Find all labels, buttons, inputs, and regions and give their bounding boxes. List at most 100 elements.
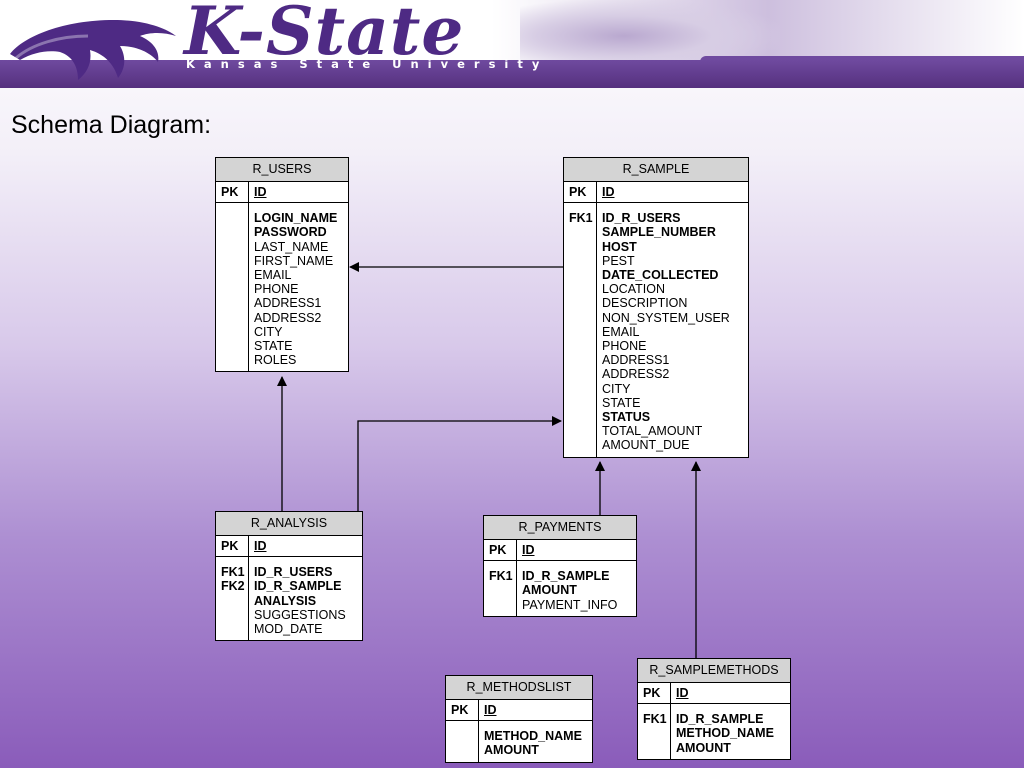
field-name: ID_R_USERS [254,565,333,580]
field-name: ID [522,543,535,557]
field-name: NON_SYSTEM_USER [602,310,730,325]
primary-key-field: ID [249,536,362,556]
banner-photo [520,0,780,60]
field-name: FIRST_NAME [254,253,334,268]
field-name: DATE_COLLECTED [602,268,719,283]
field-name: ID_R_USERS [602,211,681,226]
field-name: METHOD_NAME [484,729,582,744]
field-name: STATE [602,395,641,410]
field-name: ID [484,703,497,717]
field-name: MOD_DATE [254,622,323,637]
wildcat-logo-icon [10,20,176,80]
field-name: HOST [602,239,637,254]
field-name: SAMPLE_NUMBER [602,225,716,240]
foreign-key-label: FK1 [489,569,513,584]
field-name: DESCRIPTION [602,296,688,311]
primary-key-row: PK ID [216,536,362,558]
field-name: ID [254,185,267,199]
key-label: PK [484,540,517,561]
table-name: R_METHODSLIST [446,676,592,700]
banner-bar [0,60,1024,88]
field-name: ID [254,539,267,553]
field-name: ADDRESS1 [602,353,670,368]
foreign-key-label: FK2 [221,579,245,594]
primary-key-row: PK ID [484,540,636,562]
field-name: SUGGESTIONS [254,607,346,622]
foreign-key-label: FK1 [221,565,245,580]
primary-key-row: PK ID [446,700,592,722]
field-name: AMOUNT [522,583,577,598]
foreign-key-labels: FK1 [638,704,671,759]
table-name: R_ANALYSIS [216,512,362,536]
field-name: EMAIL [602,324,640,339]
key-label: PK [216,182,249,203]
logo-subtitle: Kansas State University [186,57,549,71]
key-label: PK [216,536,249,557]
field-name: ID_R_SAMPLE [676,712,764,727]
field-name: TOTAL_AMOUNT [602,424,703,439]
field-name: LOCATION [602,282,665,297]
key-label: PK [446,700,479,721]
field-name: METHOD_NAME [676,726,774,741]
key-label: PK [638,683,671,704]
field-name: ADDRESS1 [254,296,322,311]
field-name: ANALYSIS [254,593,317,608]
field-name: ADDRESS2 [254,310,322,325]
table-name: R_SAMPLEMETHODS [638,659,790,683]
field-name: EMAIL [254,268,292,283]
field-name: ID [602,185,615,199]
field-name: PAYMENT_INFO [522,597,618,612]
header-banner: K-State Kansas State University [0,0,1024,90]
field-name: ADDRESS2 [602,367,670,382]
logo-text: K-State [184,0,465,70]
primary-key-row: PK ID [216,182,348,204]
foreign-key-labels: FK1 [484,561,517,616]
field-name: LAST_NAME [254,239,329,254]
field-name: AMOUNT [676,740,731,755]
primary-key-field: ID [479,700,592,720]
field-name: LOGIN_NAME [254,211,338,226]
primary-key-row: PK ID [564,182,748,204]
foreign-key-label: FK1 [569,211,593,226]
field-name: PASSWORD [254,225,327,240]
foreign-key-label: FK1 [643,712,667,727]
table-name: R_SAMPLE [564,158,748,182]
field-name: AMOUNT_DUE [602,438,690,453]
primary-key-field: ID [517,540,636,560]
field-name: STATE [254,339,293,354]
slide-title: Schema Diagram: [11,111,212,139]
foreign-key-labels [216,203,249,372]
field-name: PHONE [254,282,299,297]
primary-key-field: ID [249,182,348,202]
field-name: ROLES [254,353,297,368]
primary-key-field: ID [597,182,748,202]
primary-key-row: PK ID [638,683,790,705]
field-name: ID_R_SAMPLE [522,569,610,584]
field-name: ID [676,686,689,700]
foreign-key-labels: FK1 [564,203,597,457]
key-label: PK [564,182,597,203]
field-name: PEST [602,253,635,268]
foreign-key-labels [446,721,479,762]
field-name: STATUS [602,410,651,425]
banner-background [0,0,1024,60]
banner-bar-notch [700,56,1024,62]
